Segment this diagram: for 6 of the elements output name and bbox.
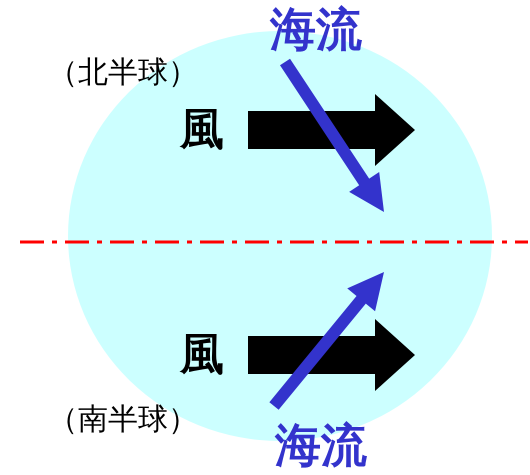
current-label: 海流 <box>275 422 367 468</box>
wind-label: 風 <box>180 333 224 377</box>
wind-label: 風 <box>180 108 224 152</box>
hemisphere-label: （南半球） <box>48 405 198 435</box>
current-label: 海流 <box>270 6 362 52</box>
hemisphere-label: （北半球） <box>48 58 198 88</box>
